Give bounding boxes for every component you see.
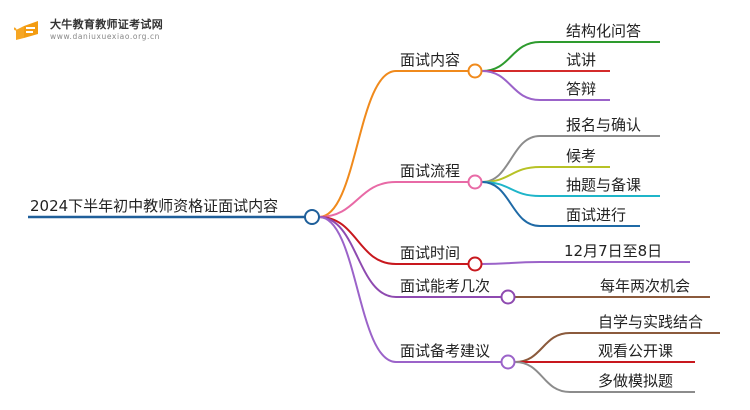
branch-label: 面试能考几次 bbox=[400, 277, 490, 295]
leaf-label: 多做模拟题 bbox=[598, 372, 673, 390]
site-name: 大牛教育教师证考试网 bbox=[50, 18, 163, 32]
leaf-label: 观看公开课 bbox=[598, 342, 673, 360]
branch-label: 面试备考建议 bbox=[400, 342, 490, 360]
leaf-connector bbox=[481, 181, 541, 227]
leaf-label: 自学与实践结合 bbox=[598, 313, 703, 331]
leaf-connector bbox=[481, 135, 541, 183]
branch-label: 面试时间 bbox=[400, 244, 460, 262]
leaf-label: 试讲 bbox=[566, 51, 596, 69]
leaf-label: 每年两次机会 bbox=[600, 277, 690, 295]
site-url: www.daniuxuexiao.org.cn bbox=[50, 32, 161, 42]
branch-connector bbox=[318, 70, 397, 218]
leaf-connector bbox=[481, 70, 541, 101]
branch-connector bbox=[318, 216, 397, 363]
leaf-label: 答辩 bbox=[566, 80, 596, 98]
branch-label: 面试流程 bbox=[400, 162, 460, 180]
leaf-label: 面试进行 bbox=[566, 206, 626, 224]
branch-connector bbox=[318, 216, 397, 298]
leaf-connector bbox=[514, 361, 571, 393]
leaf-label: 结构化问答 bbox=[566, 22, 641, 40]
branch-node bbox=[500, 289, 516, 305]
branch-label: 面试内容 bbox=[400, 51, 460, 69]
site-logo[interactable]: 大牛教育教师证考试网 www.daniuxuexiao.org.cn bbox=[13, 18, 163, 42]
branch-connector bbox=[318, 181, 397, 218]
leaf-connector bbox=[514, 332, 571, 363]
branch-node bbox=[467, 63, 483, 79]
book-icon bbox=[13, 18, 44, 42]
leaf-label: 报名与确认 bbox=[566, 116, 641, 134]
leaf-connector bbox=[481, 261, 541, 265]
root-node bbox=[304, 209, 320, 225]
branch-node bbox=[500, 354, 516, 370]
leaf-label: 抽题与备课 bbox=[566, 176, 641, 194]
root-label: 2024下半年初中教师资格证面试内容 bbox=[30, 197, 278, 215]
leaf-connector bbox=[481, 41, 541, 72]
branch-node bbox=[467, 174, 483, 190]
leaf-label: 候考 bbox=[566, 147, 596, 165]
leaf-label: 12月7日至8日 bbox=[564, 242, 662, 260]
branch-node bbox=[467, 256, 483, 272]
